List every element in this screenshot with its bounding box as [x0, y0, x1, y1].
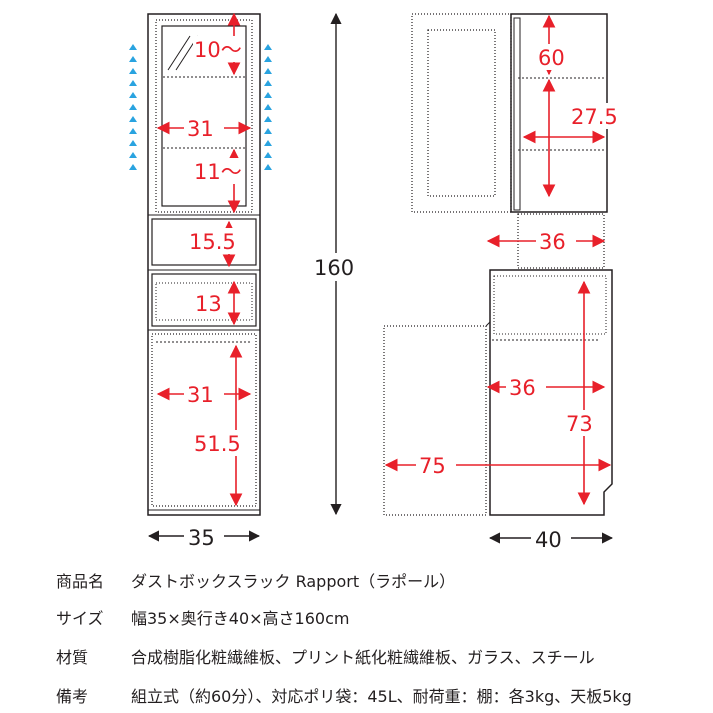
- spec-value: 組立式（約60分）、対応ポリ袋：45L、耐荷重：棚：各3kg、天板5kg: [131, 687, 632, 706]
- dim-glass-inner-width: 31: [187, 117, 214, 141]
- dim-total-height: 160: [314, 256, 354, 280]
- spec-value: ダストボックスラック Rapport（ラポール）: [131, 572, 456, 591]
- side-dimension-label-bg: [416, 44, 625, 478]
- dim-side-lower-depth: 36: [509, 376, 536, 400]
- dim-side-top-gap: 60: [538, 46, 565, 70]
- front-view: [147, 13, 261, 516]
- spec-row-notes: 備考 組立式（約60分）、対応ポリ袋：45L、耐荷重：棚：各3kg、天板5kg: [0, 683, 713, 713]
- led-indicators: [129, 44, 272, 170]
- spec-key: 商品名: [56, 572, 105, 591]
- dim-glass-lower-gap: 11〜: [194, 160, 242, 184]
- dim-door-open-depth: 75: [419, 454, 446, 478]
- spec-value: 幅35×奥行き40×高さ160cm: [131, 609, 350, 628]
- dim-bottom-inner-height: 51.5: [194, 432, 241, 456]
- spec-row-product-name: 商品名 ダストボックスラック Rapport（ラポール）: [0, 568, 713, 598]
- dim-side-shelf-spacing: 27.5: [571, 105, 618, 129]
- spec-key: 材質: [56, 648, 89, 667]
- led-indicator-right: [264, 44, 272, 170]
- dim-glass-top-gap: 10〜: [194, 38, 242, 62]
- spec-key: 備考: [56, 687, 89, 706]
- led-indicator-left: [129, 44, 137, 170]
- side-dimension-lines: [384, 14, 612, 506]
- dim-open-shelf-2: 13: [195, 292, 222, 316]
- spec-key: サイズ: [56, 609, 104, 628]
- front-dimension-label-bg: [184, 36, 248, 456]
- dim-side-depth: 40: [535, 528, 562, 552]
- spec-row-material: 材質 合成樹脂化粧繊維板、プリント紙化粧繊維板、ガラス、スチール: [0, 644, 713, 674]
- side-view: [383, 13, 613, 516]
- dim-side-upper-depth: 36: [539, 230, 566, 254]
- spec-value: 合成樹脂化粧繊維板、プリント紙化粧繊維板、ガラス、スチール: [131, 648, 595, 667]
- dim-front-width: 35: [188, 526, 215, 550]
- spec-row-size: サイズ 幅35×奥行き40×高さ160cm: [0, 605, 713, 635]
- dim-bottom-inner-width: 31: [187, 383, 214, 407]
- product-dimension-diagram: 10〜 31 11〜 15.5 13 31 51.5 35 160: [129, 12, 625, 552]
- dim-open-shelf-1: 15.5: [189, 230, 236, 254]
- dim-side-lower-height: 73: [566, 412, 593, 436]
